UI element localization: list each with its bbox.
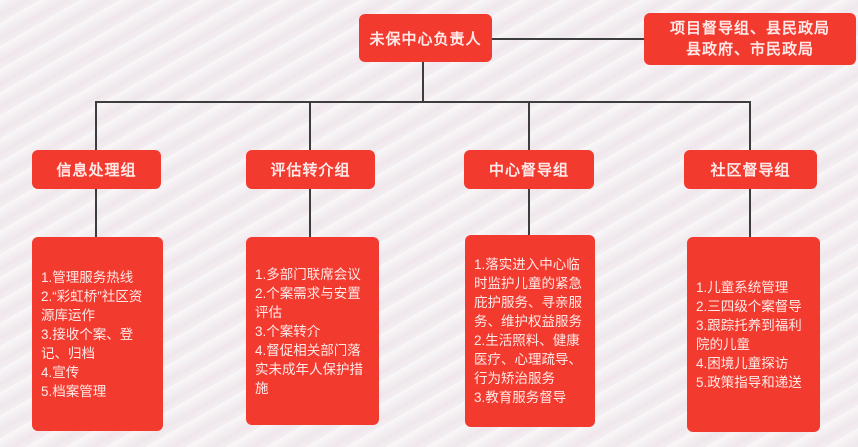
tasks-node-center-supervision: 1.落实进入中心临时监护儿童的紧急庇护服务、寻亲服务、维护权益服务 2.生活照料…: [465, 235, 595, 427]
supervisors-label-line2: 县政府、市民政局: [685, 41, 814, 58]
supervisors-node: 项目督导组、县民政局 县政府、市民政局: [644, 13, 856, 65]
root-node: 未保中心负责人: [359, 14, 492, 62]
connector-root-down: [422, 62, 424, 103]
connector-group-3-to-tasks: [528, 189, 530, 237]
tasks-list: 1.多部门联席会议 2.个案需求与安置评估 3.个案转介 4.督促相关部门落实未…: [255, 266, 363, 396]
group-node-center-supervision: 中心督导组: [464, 150, 594, 189]
connector-drop-group-1: [95, 101, 97, 151]
group-title: 中心督导组: [488, 162, 569, 179]
connector-drop-group-2: [309, 101, 311, 151]
group-title: 评估转介组: [270, 162, 351, 179]
connector-drop-group-3: [528, 101, 530, 151]
tasks-list: 1.落实进入中心临时监护儿童的紧急庇护服务、寻亲服务、维护权益服务 2.生活照料…: [474, 257, 582, 405]
root-label: 未保中心负责人: [369, 30, 482, 48]
group-node-community-supervision: 社区督导组: [684, 150, 817, 189]
connector-root-to-supervisors: [492, 38, 644, 40]
supervisors-label-line1: 项目督导组、县民政局: [669, 20, 830, 37]
connector-group-4-to-tasks: [749, 189, 751, 237]
tasks-node-community-supervision: 1.儿童系统管理 2.三四级个案督导 3.跟踪托养到福利院的儿童 4.困境儿童探…: [687, 237, 820, 432]
connector-group-1-to-tasks: [95, 189, 97, 237]
tasks-list: 1.儿童系统管理 2.三四级个案督导 3.跟踪托养到福利院的儿童 4.困境儿童探…: [696, 279, 802, 390]
group-title: 社区督导组: [710, 162, 791, 179]
connector-bus: [95, 101, 751, 103]
group-title: 信息处理组: [56, 162, 137, 179]
group-node-information-processing: 信息处理组: [32, 150, 161, 189]
tasks-node-information-processing: 1.管理服务热线 2.“彩虹桥”社区资源库运作 3.接收个案、登记、归档 4.宣…: [32, 237, 163, 431]
connector-drop-group-4: [749, 101, 751, 151]
group-node-assessment-referral: 评估转介组: [246, 150, 375, 189]
tasks-node-assessment-referral: 1.多部门联席会议 2.个案需求与安置评估 3.个案转介 4.督促相关部门落实未…: [246, 237, 379, 425]
tasks-list: 1.管理服务热线 2.“彩虹桥”社区资源库运作 3.接收个案、登记、归档 4.宣…: [41, 269, 143, 399]
connector-group-2-to-tasks: [309, 189, 311, 237]
